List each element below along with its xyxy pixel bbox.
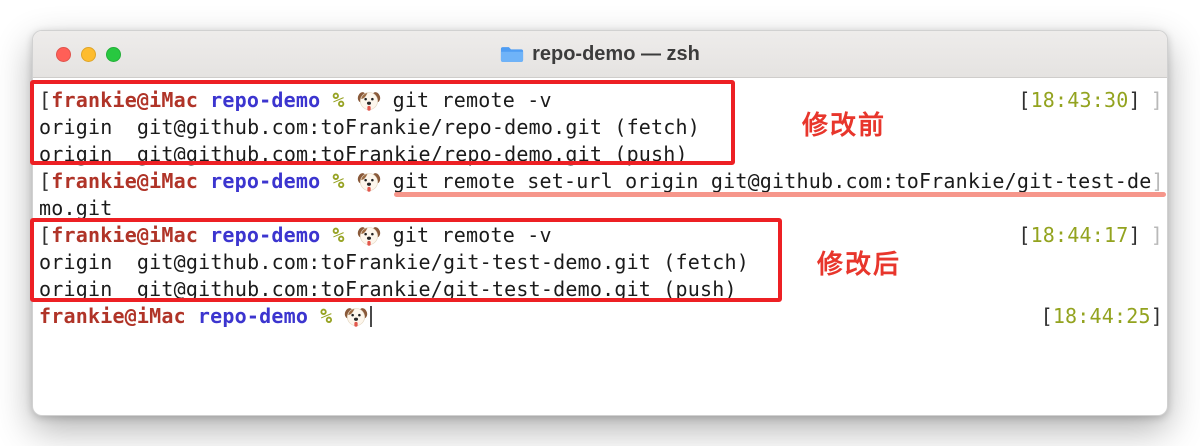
terminal-line: origin git@github.com:toFrankie/git-test… bbox=[39, 249, 1163, 276]
terminal-body[interactable]: [ frankie@iMac repo-demo % git remote -v… bbox=[33, 78, 1167, 330]
underlined-command: git remote set-url origin git@github.com… bbox=[392, 168, 1166, 197]
prompt-directory: repo-demo bbox=[210, 223, 321, 247]
terminal-line: origin git@github.com:toFrankie/git-test… bbox=[39, 276, 1163, 303]
time-open-bracket: [ bbox=[1040, 304, 1053, 328]
terminal-line: [ frankie@iMac repo-demo % git remote -v… bbox=[39, 87, 1163, 114]
output-text: mo.git bbox=[39, 196, 113, 220]
terminal-window: repo-demo — zsh [ frankie@iMac repo-demo… bbox=[32, 30, 1168, 416]
wrap-marker: ] bbox=[1151, 169, 1164, 193]
zoom-button[interactable] bbox=[106, 47, 121, 62]
time-close-bracket: ] bbox=[1128, 223, 1141, 247]
prompt-symbol: % bbox=[332, 88, 345, 112]
window-titlebar[interactable]: repo-demo — zsh bbox=[33, 31, 1167, 78]
window-title: repo-demo — zsh bbox=[532, 42, 700, 65]
terminal-line: origin git@github.com:toFrankie/repo-dem… bbox=[39, 141, 1163, 168]
window-title-group: repo-demo — zsh bbox=[500, 43, 700, 66]
dog-emoji-icon bbox=[344, 305, 368, 329]
text-cursor[interactable] bbox=[370, 306, 373, 327]
minimize-button[interactable] bbox=[81, 47, 96, 62]
prompt-open-bracket: [ bbox=[39, 169, 52, 193]
timestamp: 18:44:17 bbox=[1030, 223, 1129, 247]
command-text: git remote -v bbox=[392, 88, 552, 112]
terminal-line: mo.git bbox=[39, 195, 1163, 222]
timestamp: 18:44:25 bbox=[1052, 304, 1151, 328]
output-text: origin git@github.com:toFrankie/git-test… bbox=[39, 250, 749, 274]
output-text: origin git@github.com:toFrankie/repo-dem… bbox=[39, 142, 688, 166]
wrap-marker: ] bbox=[1150, 223, 1163, 247]
prompt-symbol: % bbox=[332, 223, 345, 247]
prompt-open-bracket: [ bbox=[39, 223, 52, 247]
time-close-bracket: ] bbox=[1150, 304, 1163, 328]
prompt-user-host: frankie@iMac bbox=[51, 88, 199, 112]
wrap-marker: ] bbox=[1150, 88, 1163, 112]
prompt-user-host: frankie@iMac bbox=[51, 223, 199, 247]
time-close-bracket: ] bbox=[1128, 88, 1141, 112]
prompt-directory: repo-demo bbox=[210, 88, 321, 112]
terminal-line: frankie@iMac repo-demo % [ 18:44:25 ] bbox=[39, 303, 1163, 330]
prompt-symbol: % bbox=[320, 304, 333, 328]
right-prompt: [ 18:44:25 ] bbox=[1041, 303, 1163, 330]
folder-icon bbox=[500, 45, 524, 64]
terminal-line: [ frankie@iMac repo-demo % git remote -v… bbox=[39, 222, 1163, 249]
timestamp: 18:43:30 bbox=[1030, 88, 1129, 112]
command-text: git remote set-url origin git@github.com… bbox=[392, 169, 1152, 193]
output-text: origin git@github.com:toFrankie/git-test… bbox=[39, 277, 737, 301]
prompt-directory: repo-demo bbox=[210, 169, 321, 193]
dog-emoji-icon bbox=[357, 89, 381, 113]
dog-emoji-icon bbox=[357, 170, 381, 194]
right-prompt: [ 18:44:17 ] ] bbox=[1018, 222, 1163, 249]
time-open-bracket: [ bbox=[1018, 223, 1031, 247]
close-button[interactable] bbox=[56, 47, 71, 62]
prompt-directory: repo-demo bbox=[197, 304, 309, 328]
prompt-symbol: % bbox=[332, 169, 345, 193]
output-text: origin git@github.com:toFrankie/repo-dem… bbox=[39, 115, 701, 139]
traffic-lights bbox=[56, 31, 121, 78]
prompt-user-host: frankie@iMac bbox=[39, 304, 186, 328]
time-open-bracket: [ bbox=[1018, 88, 1031, 112]
dog-emoji-icon bbox=[357, 224, 381, 248]
terminal-line: [ frankie@iMac repo-demo % git remote se… bbox=[39, 168, 1166, 197]
prompt-user-host: frankie@iMac bbox=[51, 169, 199, 193]
command-text: git remote -v bbox=[392, 223, 552, 247]
prompt-open-bracket: [ bbox=[39, 88, 52, 112]
terminal-line: origin git@github.com:toFrankie/repo-dem… bbox=[39, 114, 1163, 141]
right-prompt: [ 18:43:30 ] ] bbox=[1018, 87, 1163, 114]
